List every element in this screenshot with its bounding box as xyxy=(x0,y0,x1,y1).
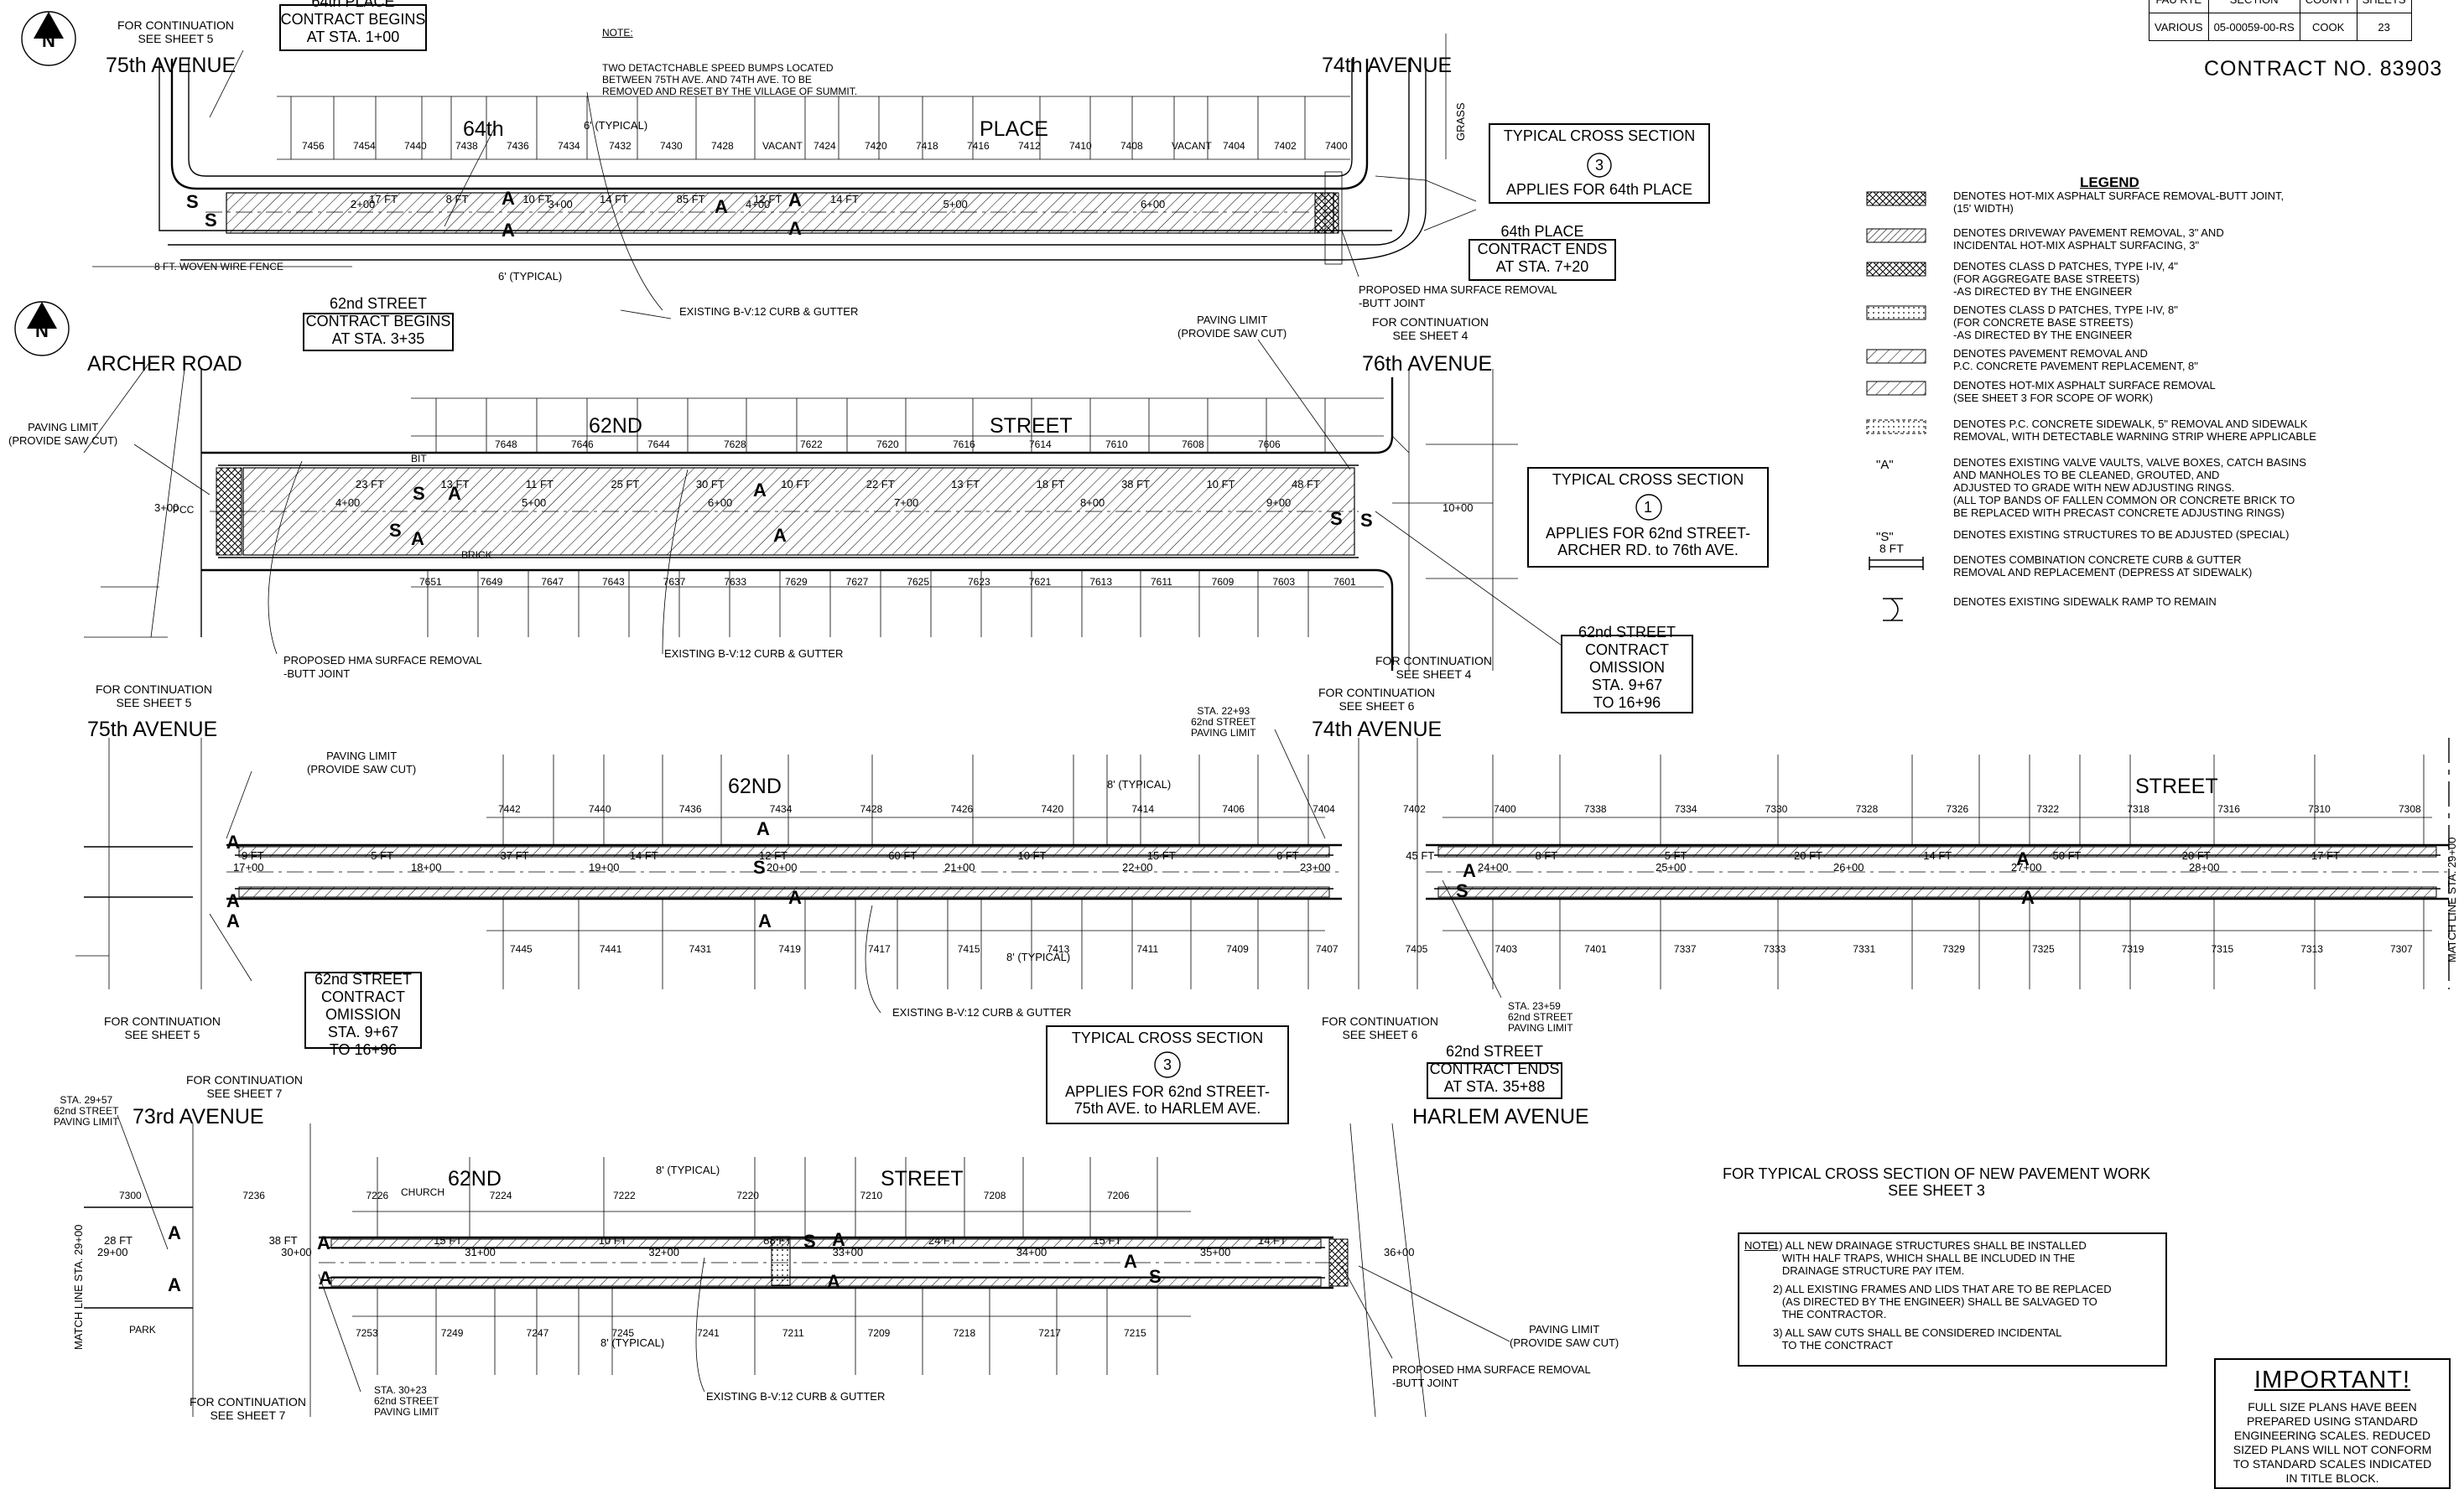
callout-s62-begin-box xyxy=(303,313,454,351)
street-76th: 76th AVENUE xyxy=(1362,352,1492,376)
street-62nd-2: 62ND xyxy=(589,414,642,438)
callout-p64-begin-box xyxy=(279,4,427,51)
structure-a-icon: A xyxy=(827,1271,840,1292)
structure-a-icon: A xyxy=(753,480,767,501)
typical-section-3 xyxy=(1046,1025,1289,1124)
plan-62nd-75th-74th xyxy=(75,729,2450,1014)
structure-a-icon: A xyxy=(756,818,770,839)
street-street-2: STREET xyxy=(990,414,1073,438)
structure-a-icon: A xyxy=(2016,848,2030,869)
structure-s-icon: S xyxy=(205,210,217,231)
structure-a-icon: A xyxy=(226,911,240,931)
match-line-label-2: MATCH LINE STA. 29+00 xyxy=(72,1225,85,1350)
structure-s-icon: S xyxy=(186,191,199,212)
structure-s-icon: S xyxy=(1360,510,1373,531)
street-62nd-4: 62ND xyxy=(448,1167,502,1191)
structure-s-icon: S xyxy=(1330,508,1343,529)
street-archer: ARCHER ROAD xyxy=(87,352,242,376)
north-arrow-icon: N xyxy=(21,11,76,66)
typical-section-1 xyxy=(1489,123,1710,204)
structure-s-icon: S xyxy=(1456,880,1469,901)
structure-a-icon: A xyxy=(773,525,787,546)
structure-s-icon: S xyxy=(413,483,425,504)
structure-a-icon: A xyxy=(788,218,802,239)
structure-s-icon: S xyxy=(753,857,766,878)
structure-a-icon: A xyxy=(502,188,515,209)
callout-s62-end-box xyxy=(1427,1062,1562,1099)
street-73rd: 73rd AVENUE xyxy=(133,1105,264,1128)
street-street-4: STREET xyxy=(881,1167,964,1191)
structure-a-icon: A xyxy=(411,528,424,549)
plan-62nd-73rd-harlem xyxy=(84,1114,1510,1418)
street-64th: 64th xyxy=(463,117,504,141)
structure-a-icon: A xyxy=(788,189,802,210)
street-place: PLACE xyxy=(980,117,1048,141)
structure-a-icon: A xyxy=(2021,887,2035,908)
street-62nd-3: 62ND xyxy=(728,775,782,798)
street-74th-3: 74th AVENUE xyxy=(1312,718,1442,741)
structure-a-icon: A xyxy=(168,1274,181,1295)
plan-62nd-archer-76th xyxy=(83,339,1586,671)
grass-label: GRASS xyxy=(1454,102,1467,141)
structure-a-icon: A xyxy=(715,196,728,217)
structure-a-icon: A xyxy=(226,832,240,853)
street-street-3: STREET xyxy=(2135,775,2218,798)
structure-s-icon: S xyxy=(1149,1266,1162,1287)
north-arrow-icon: N xyxy=(14,301,70,356)
structure-a-icon: A xyxy=(502,220,515,241)
structure-a-icon: A xyxy=(226,890,240,911)
structure-a-icon: A xyxy=(1124,1251,1137,1272)
structure-a-icon: A xyxy=(448,483,461,504)
typical-section-2 xyxy=(1527,467,1769,568)
plan-64th-place xyxy=(92,34,1477,319)
structure-a-icon: A xyxy=(758,911,772,931)
street-74th: 74th AVENUE xyxy=(1322,54,1452,77)
structure-a-icon: A xyxy=(319,1268,332,1289)
north-label: N xyxy=(35,320,49,341)
structure-a-icon: A xyxy=(832,1229,845,1250)
structure-a-icon: A xyxy=(788,887,802,908)
structure-a-icon: A xyxy=(317,1232,330,1253)
street-harlem: HARLEM AVENUE xyxy=(1412,1105,1589,1128)
street-75th-3: 75th AVENUE xyxy=(87,718,217,741)
structure-s-icon: S xyxy=(803,1231,816,1252)
match-line-label: MATCH LINE STA. 29+00 xyxy=(2446,838,2458,962)
callout-p64-end-box xyxy=(1469,239,1616,281)
structure-s-icon: S xyxy=(389,520,402,541)
street-75th: 75th AVENUE xyxy=(106,54,236,77)
north-label: N xyxy=(42,30,55,51)
callout-omission-box-2 xyxy=(304,972,422,1049)
structure-a-icon: A xyxy=(1463,860,1476,881)
structure-a-icon: A xyxy=(168,1222,181,1243)
callout-omission-box xyxy=(1561,635,1693,713)
